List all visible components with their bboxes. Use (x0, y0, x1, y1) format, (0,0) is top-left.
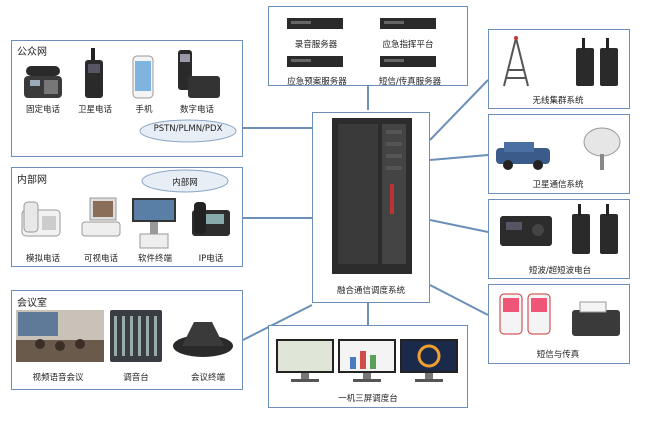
internal-network-title: 内部网 (17, 175, 47, 186)
emergency-platform-server-icon (380, 18, 436, 29)
server-label-recording: 录音服务器 (294, 40, 338, 50)
emergency-plan-server-icon (287, 56, 343, 67)
server-label-sms-fax: 短信/传真服务器 (378, 77, 442, 87)
monitor-chart-icon (338, 339, 396, 382)
mixer-icon (110, 310, 162, 362)
monitor-map-icon (276, 339, 334, 382)
right-label-trunking: 无线集群系统 (532, 96, 584, 106)
internal-cloud-label: 内部网 (172, 178, 198, 188)
center-system-label: 融合通信调度系统 (336, 286, 405, 296)
video-phone-icon (81, 197, 121, 237)
mobile-phone-icon (132, 55, 154, 99)
radio-station-icon (500, 216, 552, 246)
analog-phone-icon (21, 201, 61, 237)
pstn-cloud-label: PSTN/PLMN/PDX (153, 124, 223, 134)
software-terminal-icon (132, 198, 176, 249)
device-label-video-phone: 可视电话 (83, 254, 118, 264)
sms-phone-icon (499, 293, 551, 335)
server-cabinet-icon (332, 118, 412, 274)
satellite-phone-icon (85, 48, 103, 98)
recording-server-icon (287, 18, 343, 29)
pstn-cloud-icon (139, 119, 237, 143)
video-conference-icon (16, 310, 104, 362)
satellite-dish-icon (583, 127, 621, 170)
fax-machine-icon (572, 301, 620, 336)
server-label-emergency-plan: 应急预案服务器 (287, 77, 347, 87)
satellite-vehicle-icon (496, 142, 550, 170)
handheld-radio-icon (572, 204, 618, 254)
device-label-satellite-phone: 卫星电话 (77, 105, 112, 115)
device-label-mobile: 手机 (135, 105, 153, 115)
right-label-satellite: 卫星通信系统 (532, 180, 584, 190)
digital-phone-icon (178, 50, 220, 98)
device-label-digital-phone: 数字电话 (179, 105, 214, 115)
device-label-video-conference: 视频语音会议 (32, 373, 84, 383)
meeting-room-title: 会议室 (17, 298, 47, 309)
public-network-title: 公众网 (17, 47, 47, 58)
walkie-talkie-icon (576, 38, 618, 86)
dispatch-console-label: 一机三屏调度台 (338, 394, 398, 404)
device-label-analog-phone: 模拟电话 (25, 254, 60, 264)
device-label-landline: 固定电话 (25, 105, 60, 115)
sms-fax-server-icon (380, 56, 436, 67)
device-label-ip-phone: IP电话 (198, 254, 224, 264)
internal-cloud-icon (141, 169, 229, 193)
right-label-sms-fax: 短信与传真 (536, 350, 580, 360)
right-label-shortwave: 短波/超短波电台 (528, 266, 592, 276)
device-label-software-terminal: 软件终端 (137, 254, 172, 264)
ip-phone-icon (192, 202, 230, 236)
conference-terminal-icon (173, 322, 233, 357)
landline-phone-icon (24, 66, 62, 98)
device-label-mixer: 调音台 (123, 373, 149, 383)
server-label-emergency-platform: 应急指挥平台 (382, 40, 434, 50)
device-label-conference-terminal: 会议终端 (190, 373, 225, 383)
monitor-dashboard-icon (400, 339, 458, 382)
radio-tower-icon (503, 36, 529, 87)
